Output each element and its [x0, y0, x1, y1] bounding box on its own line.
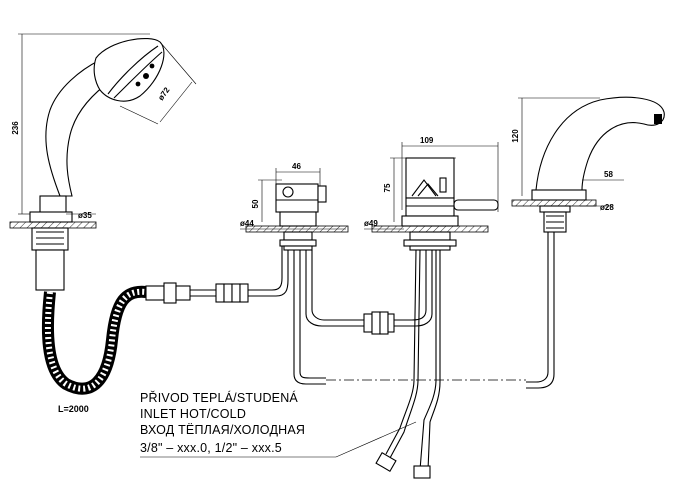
spout-height-dimension: 120 [511, 129, 520, 143]
mixer-valve: 109 75 ø49 [363, 136, 499, 479]
inlet-note-line-2: INLET HOT/COLD [140, 407, 246, 421]
valve-base-diameter-dimension: ø44 [240, 219, 254, 228]
spout-body [535, 96, 665, 191]
inlet-note-line-1: PŘIVOD TEPLÁ/STUDENÁ [140, 390, 298, 405]
mixer-base-diameter-dimension: ø49 [364, 219, 378, 228]
valve-width-dimension: 46 [292, 162, 301, 171]
shower-height-dimension: 236 [11, 121, 20, 135]
bath-spout: 120 58 ø28 [511, 96, 665, 389]
spout-reach-dimension: 58 [604, 170, 613, 179]
inlet-note-line-4: 3/8" – xxx.0, 1/2" – xxx.5 [140, 441, 282, 455]
hand-shower: 236 ø72 ø35 [9, 33, 197, 291]
hose-length-label: L=2000 [58, 404, 89, 414]
diverter-valve: 46 50 ø44 [240, 162, 364, 385]
inlet-note-line-3: ВХОД ТЁПЛАЯ/ХОЛОДНАЯ [140, 423, 305, 437]
shower-head-diameter-dimension: ø72 [156, 85, 172, 102]
spout-base-diameter-dimension: ø28 [600, 203, 614, 212]
valve-height-dimension: 50 [251, 199, 260, 208]
shower-base-diameter-dimension: ø35 [78, 211, 92, 220]
shower-hose: L=2000 [41, 244, 289, 414]
mixer-width-dimension: 109 [420, 136, 434, 145]
inlet-note: PŘIVOD TEPLÁ/STUDENÁ INLET HOT/COLD ВХОД… [140, 390, 417, 458]
mixer-height-dimension: 75 [383, 183, 392, 192]
